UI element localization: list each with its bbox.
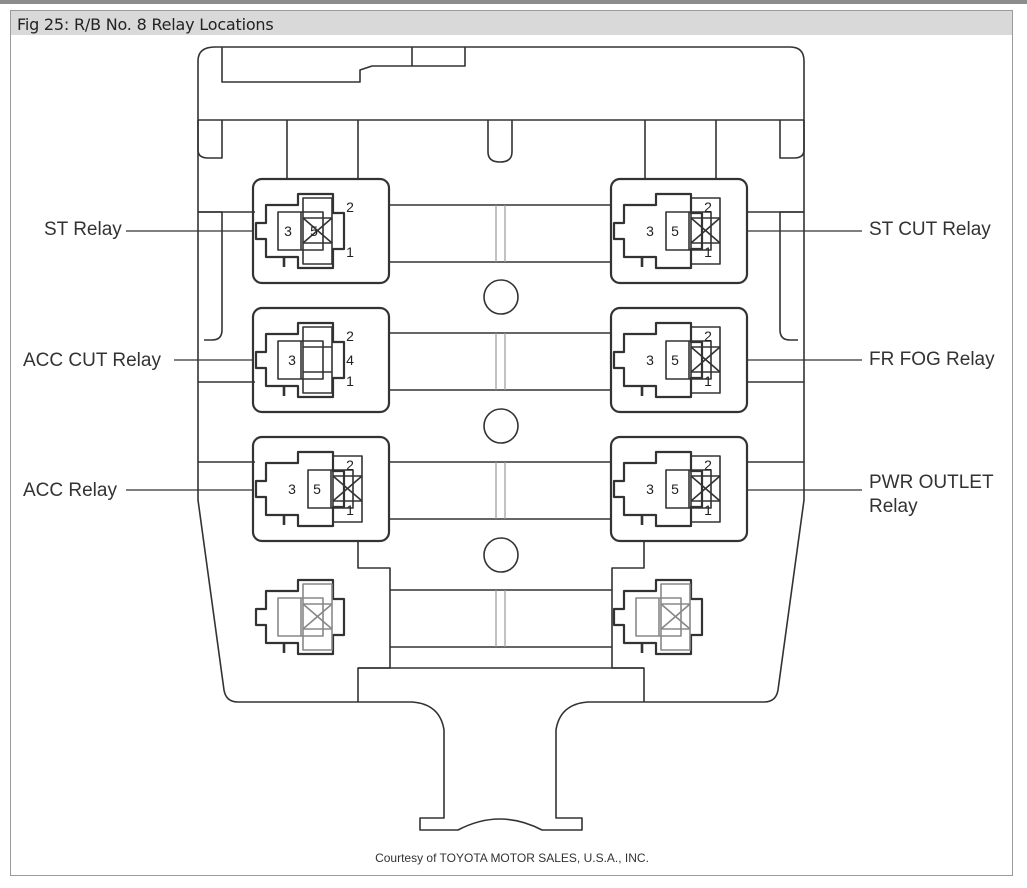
pin-label: 1 bbox=[704, 244, 712, 260]
label-pwr-outlet-line2: Relay bbox=[869, 496, 918, 517]
label-fr-fog-relay: FR FOG Relay bbox=[869, 349, 995, 370]
relay-slot-st: 3 5 2 1 bbox=[251, 177, 391, 285]
pin-label: 2 bbox=[704, 457, 712, 473]
pin-label: 3 bbox=[646, 481, 654, 497]
pin-label: 5 bbox=[671, 223, 679, 239]
label-st-relay: ST Relay bbox=[44, 219, 122, 240]
pin-label: 5 bbox=[671, 352, 679, 368]
mounting-hole bbox=[483, 408, 519, 444]
label-pwr-outlet-line1: PWR OUTLET bbox=[869, 472, 994, 493]
pin-label: 2 bbox=[346, 199, 354, 215]
pin-label: 5 bbox=[671, 481, 679, 497]
label-acc-cut-relay: ACC CUT Relay bbox=[23, 350, 161, 371]
pin-label: 3 bbox=[288, 352, 296, 368]
pin-label: 1 bbox=[704, 502, 712, 518]
pin-label: 4 bbox=[346, 352, 354, 368]
mounting-hole bbox=[483, 537, 519, 573]
pin-label: 1 bbox=[346, 244, 354, 260]
window-top-edge bbox=[0, 0, 1027, 4]
pin-label: 2 bbox=[346, 457, 354, 473]
pin-label: 3 bbox=[284, 223, 292, 239]
pin-label: 1 bbox=[346, 502, 354, 518]
relay-slot-acc-cut: 3 2 4 1 bbox=[251, 306, 391, 414]
label-acc-relay: ACC Relay bbox=[23, 480, 117, 501]
mounting-hole bbox=[483, 279, 519, 315]
pin-label: 3 bbox=[646, 352, 654, 368]
image-credit: Courtesy of TOYOTA MOTOR SALES, U.S.A., … bbox=[375, 851, 649, 865]
label-st-cut-relay: ST CUT Relay bbox=[869, 219, 991, 240]
pin-label: 1 bbox=[704, 373, 712, 389]
figure-title-bar: Fig 25: R/B No. 8 Relay Locations bbox=[11, 11, 1012, 35]
relay-slot-st-cut: 3 5 2 1 bbox=[609, 177, 749, 285]
relay-slot-empty-right bbox=[612, 578, 704, 656]
pin-label: 2 bbox=[346, 328, 354, 344]
relay-block-outline bbox=[197, 46, 805, 831]
pin-label: 3 bbox=[646, 223, 654, 239]
figure-title: Fig 25: R/B No. 8 Relay Locations bbox=[17, 15, 274, 34]
relay-slot-empty-left bbox=[254, 578, 346, 656]
pin-label: 2 bbox=[704, 199, 712, 215]
center-channel bbox=[390, 204, 612, 648]
pin-label: 3 bbox=[288, 481, 296, 497]
relay-slot-acc: 3 5 2 1 bbox=[251, 435, 391, 543]
relay-slot-pwr-outlet: 3 5 2 1 bbox=[609, 435, 749, 543]
pin-label: 2 bbox=[704, 328, 712, 344]
pin-label: 5 bbox=[313, 481, 321, 497]
pin-label: 5 bbox=[310, 223, 318, 239]
relay-slot-fr-fog: 3 5 2 1 bbox=[609, 306, 749, 414]
pin-label: 1 bbox=[346, 373, 354, 389]
